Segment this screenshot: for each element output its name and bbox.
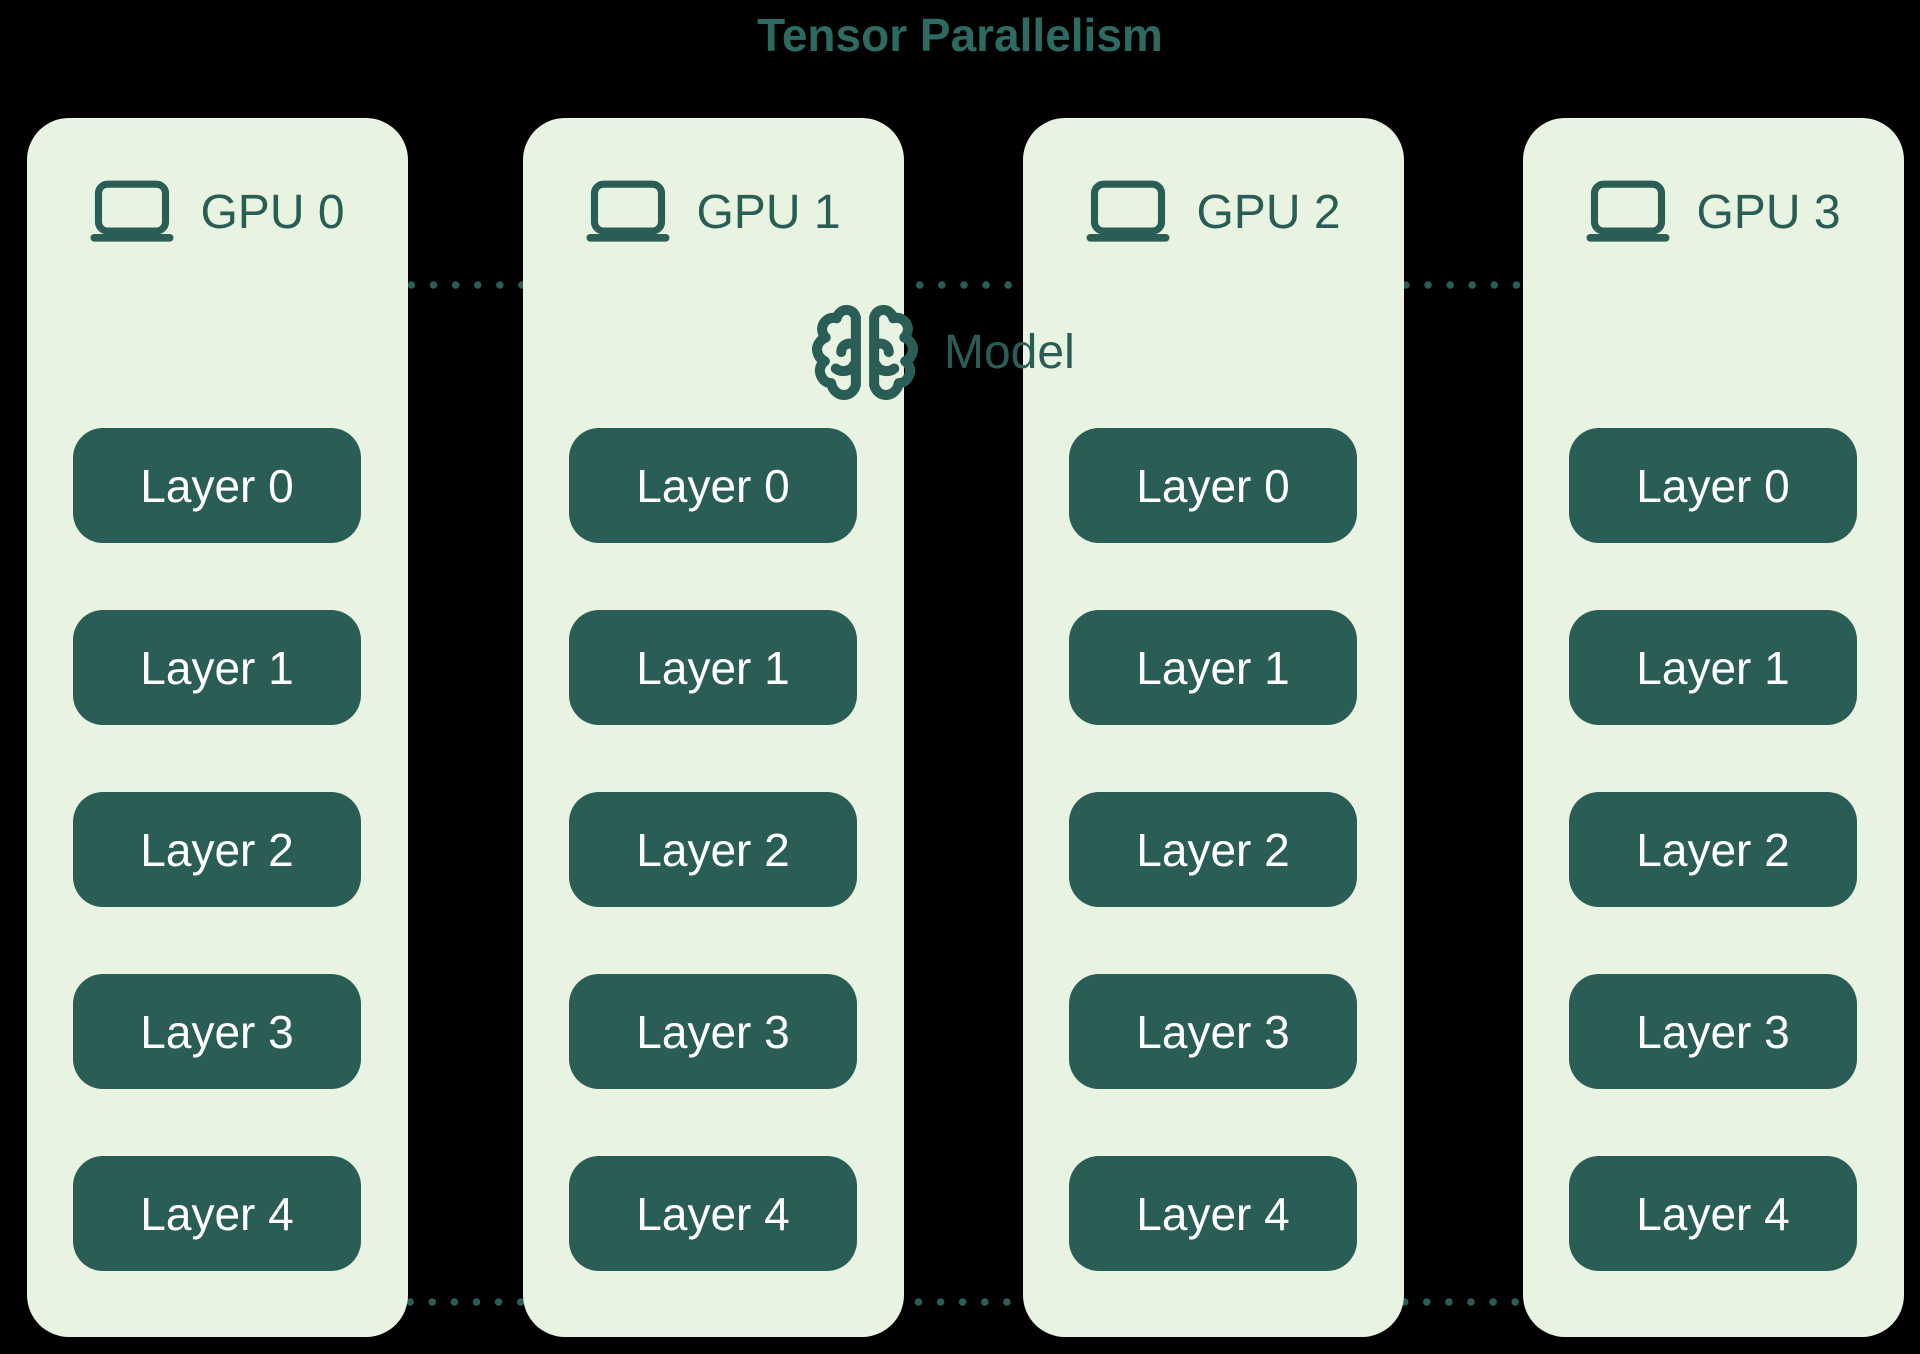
layer-box: Layer 4 [569, 1156, 857, 1271]
model-label-text: Model [944, 326, 1075, 379]
layer-box: Layer 1 [1569, 610, 1857, 725]
gpu-header: GPU 2 [1023, 180, 1404, 242]
layer-box: Layer 1 [1069, 610, 1357, 725]
diagram-title: Tensor Parallelism [757, 9, 1163, 61]
layer-box: Layer 2 [569, 792, 857, 907]
laptop-icon [1586, 180, 1670, 242]
layer-stack: Layer 0 Layer 1 Layer 2 Layer 3 Layer 4 [73, 428, 361, 1338]
gpu-label: GPU 0 [200, 186, 345, 239]
gpu-column-0: GPU 0 Layer 0 Layer 1 Layer 2 Layer 3 La… [27, 118, 408, 1337]
layer-box: Layer 4 [73, 1156, 361, 1271]
gpu-column-3: GPU 3 Layer 0 Layer 1 Layer 2 Layer 3 La… [1523, 118, 1904, 1337]
gpu-label: GPU 2 [1196, 186, 1341, 239]
layer-box: Layer 0 [1069, 428, 1357, 543]
layer-box: Layer 1 [569, 610, 857, 725]
layer-box: Layer 4 [1569, 1156, 1857, 1271]
layer-stack: Layer 0 Layer 1 Layer 2 Layer 3 Layer 4 [1569, 428, 1857, 1338]
layer-stack: Layer 0 Layer 1 Layer 2 Layer 3 Layer 4 [1069, 428, 1357, 1338]
layer-box: Layer 3 [569, 974, 857, 1089]
laptop-icon [1086, 180, 1170, 242]
gpu-label: GPU 3 [1696, 186, 1841, 239]
layer-box: Layer 0 [569, 428, 857, 543]
brain-icon [812, 300, 918, 406]
layer-box: Layer 3 [73, 974, 361, 1089]
gpu-label: GPU 1 [696, 186, 841, 239]
laptop-icon [90, 180, 174, 242]
laptop-icon [586, 180, 670, 242]
gpu-header: GPU 3 [1523, 180, 1904, 242]
gpu-header: GPU 1 [523, 180, 904, 242]
layer-box: Layer 2 [1069, 792, 1357, 907]
gpu-header: GPU 0 [27, 180, 408, 242]
layer-box: Layer 0 [1569, 428, 1857, 543]
model-label: Model [812, 300, 1075, 406]
layer-box: Layer 2 [1569, 792, 1857, 907]
layer-box: Layer 3 [1569, 974, 1857, 1089]
layer-stack: Layer 0 Layer 1 Layer 2 Layer 3 Layer 4 [569, 428, 857, 1338]
layer-box: Layer 3 [1069, 974, 1357, 1089]
layer-box: Layer 1 [73, 610, 361, 725]
gpu-column-2: GPU 2 Layer 0 Layer 1 Layer 2 Layer 3 La… [1023, 118, 1404, 1337]
layer-box: Layer 4 [1069, 1156, 1357, 1271]
layer-box: Layer 0 [73, 428, 361, 543]
layer-box: Layer 2 [73, 792, 361, 907]
